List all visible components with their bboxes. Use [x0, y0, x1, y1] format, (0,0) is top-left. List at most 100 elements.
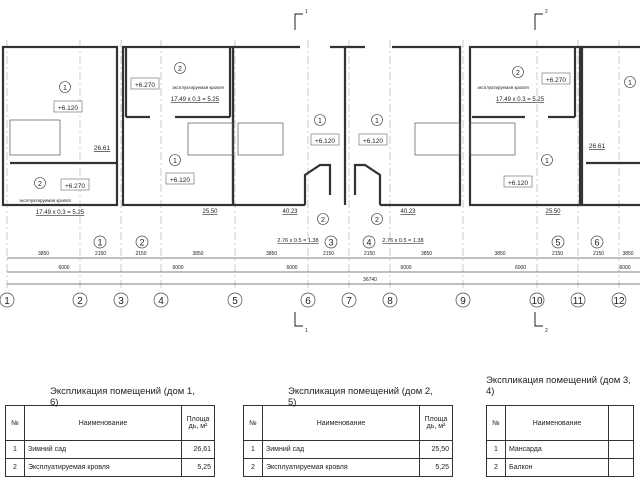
cell-name: Эксплуатируемая кровля [24, 458, 182, 477]
room-number: 1 [628, 80, 632, 87]
wall [380, 45, 462, 207]
table-title: Экспликация помещений (дом 1, 6) [50, 386, 195, 408]
level-mark: +6.270 [546, 77, 566, 84]
room-name: эксплуатируемая кровля [19, 198, 71, 203]
level-box [358, 133, 388, 146]
dim-small: 3850 [421, 251, 432, 257]
cell-name: Балкон [505, 458, 609, 477]
stairs [9, 119, 516, 156]
level-mark: +6.120 [363, 138, 383, 145]
unit-1-walls [1, 45, 119, 207]
level-box [310, 133, 340, 146]
stair-icon [469, 122, 516, 156]
axis-label: 10 [531, 296, 543, 307]
axis-bubble [227, 292, 243, 308]
room-number: 1 [545, 158, 549, 165]
room-area: 26.61 [589, 143, 606, 150]
header-area [608, 405, 634, 441]
house-marker-label: 5 [555, 238, 560, 248]
house-marker [590, 235, 604, 249]
cell-no: 2 [5, 458, 25, 477]
cell-area: 26,61 [181, 440, 215, 459]
room-labels: 1 +6.120 26.61 2 +6.270 эксплуатируемая кровл… [19, 62, 636, 244]
axis-label: 8 [387, 296, 393, 307]
room-number-bubble [512, 66, 524, 78]
room-area: 40.23 [400, 209, 416, 215]
room-number: 1 [375, 118, 379, 125]
house-marker-label: 4 [366, 238, 371, 248]
wall [330, 45, 347, 205]
axis-bubble [300, 292, 316, 308]
room-number-bubble [317, 213, 329, 225]
room-number-bubble [34, 177, 46, 189]
level-box [541, 72, 571, 85]
room-name: эксплуатируемая кровля [172, 85, 224, 90]
room-calc: 17.49 x 0.3 = 5.25 [171, 97, 220, 103]
axis-label: 7 [346, 296, 352, 307]
cell-area: 5,25 [419, 458, 453, 477]
level-box [60, 178, 90, 191]
axis-label: 9 [460, 296, 466, 307]
house-marker [362, 235, 376, 249]
section-label: 1 [305, 328, 308, 334]
cell-no: 1 [5, 440, 25, 459]
room-calc: 2.76 x 0.5 = 1.38 [277, 238, 318, 244]
dim-big: 6000 [58, 265, 69, 271]
section-label: 1 [305, 9, 308, 15]
walls [1, 45, 640, 207]
dim-small: 2150 [135, 251, 146, 257]
room-area: 40.23 [282, 209, 298, 215]
stair-icon [237, 122, 284, 156]
level-mark: +6.270 [135, 82, 155, 89]
stair-icon [187, 122, 234, 156]
dim-big: 6000 [515, 265, 526, 271]
stair-icon [9, 119, 61, 156]
axis-bubble [0, 292, 15, 308]
room-area: 25.50 [202, 209, 218, 215]
table-title: Экспликация помещений (дом 2, 5) [288, 386, 433, 408]
cell-area [608, 458, 634, 477]
house-marker-label: 6 [594, 238, 599, 248]
room-calc: 17.49 x 0.3 = 5.25 [496, 97, 545, 103]
axis-label: 3 [118, 296, 124, 307]
axis-bubble [529, 292, 545, 308]
section-mark [534, 13, 543, 30]
room-number: 1 [318, 118, 322, 125]
axis-bubble [341, 292, 357, 308]
level-box [503, 175, 533, 188]
level-mark: +6.270 [65, 183, 85, 190]
axis-bubble [570, 292, 586, 308]
cell-no: 2 [486, 458, 506, 477]
floor-plan: 1 +6.120 26.61 2 +6.270 эксплуатируемая кровл… [0, 9, 640, 334]
level-mark: +6.120 [508, 180, 528, 187]
header-no: № [5, 405, 25, 441]
house-marker [324, 235, 338, 249]
axis-label: 2 [77, 296, 83, 307]
house-marker [93, 235, 107, 249]
axis-bubble [113, 292, 129, 308]
header-name: Наименование [505, 405, 609, 441]
cell-no: 1 [486, 440, 506, 459]
cell-name: Зимний сад [262, 440, 420, 459]
axis-bubble [382, 292, 398, 308]
room-number-bubble [371, 114, 383, 126]
cell-area: 5,25 [181, 458, 215, 477]
level-mark: +6.120 [170, 177, 190, 184]
cell-name: Мансарда [505, 440, 609, 459]
house-marker-label: 1 [97, 238, 102, 248]
level-box [53, 100, 83, 113]
room-number: 2 [516, 70, 520, 77]
room-number-bubble [541, 154, 553, 166]
room-number: 2 [178, 66, 182, 73]
axis-label: 11 [573, 296, 584, 307]
header-no: № [486, 405, 506, 441]
dim-big: 6000 [286, 265, 297, 271]
header-name: Наименование [24, 405, 182, 441]
room-number-bubble [314, 114, 326, 126]
